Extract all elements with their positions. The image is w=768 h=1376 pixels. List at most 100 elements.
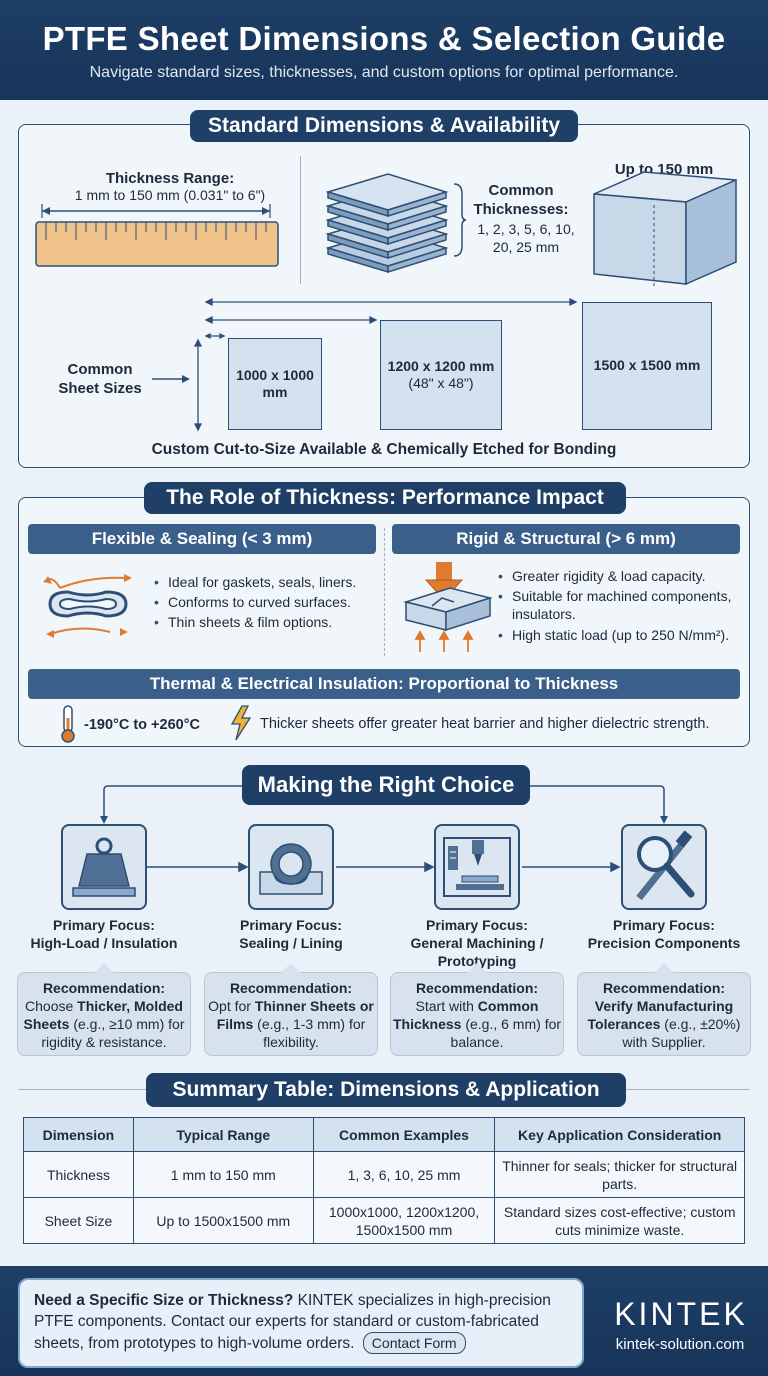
step-2-focus-label: Primary Focus: [240,917,342,933]
weight-icon [72,837,136,897]
table-header: Typical Range [132,1117,314,1152]
thickness-range-label: Thickness Range: [105,170,235,187]
dimension-arrows [193,297,578,432]
step-2-focus-value: Sealing / Lining [239,935,343,951]
table-cell: 1 mm to 150 mm [132,1151,314,1198]
sheet-size-1500: 1500 x 1500 mm [582,302,712,430]
flexible-sealing-header: Flexible & Sealing (< 3 mm) [28,524,376,554]
sheet-sizes-label: Common Sheet Sizes [58,361,142,397]
summary-table: Dimension Typical Range Common Examples … [23,1117,745,1244]
table-header: Key Application Consideration [494,1117,745,1152]
temperature-range: -190°C to +260°C [84,717,200,733]
thick-block-icon [593,171,737,286]
insulation-text: Thicker sheets offer greater heat barrie… [260,716,710,732]
table-cell: Standard sizes cost-effective; custom cu… [494,1197,745,1244]
website-link[interactable]: kintek-solution.com [615,1336,745,1353]
flexible-bullet: Ideal for gaskets, seals, liners. [154,572,378,592]
cta-box: Need a Specific Size or Thickness? KINTE… [18,1278,584,1368]
common-thickness-label: Common Thicknesses: [473,182,569,218]
table-row: Thickness 1 mm to 150 mm 1, 3, 6, 10, 25… [23,1151,745,1198]
rec-label: Recommendation: [42,980,166,996]
table-cell: Thinner for seals; thicker for structura… [494,1151,745,1198]
step-1-focus-label: Primary Focus: [53,917,155,933]
step-arrows [147,861,621,873]
rec-text: Opt for Thinner Sheets or Films (e.g., 1… [208,998,374,1050]
rigid-bullet: High static load (up to 250 N/mm²). [498,625,750,645]
sheet-size-1200-label: 1200 x 1200 mm [387,357,495,374]
rigid-bullet: Greater rigidity & load capacity. [498,566,750,586]
table-cell: 1000x1000, 1200x1200, 1500x1500 mm [312,1197,496,1244]
sheet-size-1000: 1000 x 1000 mm [228,338,322,430]
rec-label: Recommendation: [415,980,539,996]
step-4-focus-label: Primary Focus: [613,917,715,933]
step-1-focus-value: High-Load / Insulation [30,935,178,951]
sheet-size-1500-label: 1500 x 1500 mm [593,357,701,374]
rec-label: Recommendation: [229,980,353,996]
bracket-icon [453,183,466,257]
brand-logo: KINTEK [614,1296,748,1332]
thickness-role-title: The Role of Thickness: Performance Impac… [144,482,626,514]
section-divider [300,156,301,284]
column-divider [384,528,385,656]
choice-flow-connector [100,785,668,824]
step-4-icon-box [621,824,707,910]
load-block-icon [403,562,493,652]
page-subtitle: Navigate standard sizes, thicknesses, an… [89,64,679,81]
rigid-structural-header: Rigid & Structural (> 6 mm) [392,524,740,554]
rigid-bullets: Greater rigidity & load capacity. Suitab… [498,566,750,645]
ruler-icon [35,204,279,267]
table-header: Dimension [23,1117,134,1152]
step-3-icon-box [434,824,520,910]
cta-heading: Need a Specific Size or Thickness? [34,1292,294,1309]
page-title: PTFE Sheet Dimensions & Selection Guide [42,20,726,57]
flexible-bullet: Conforms to curved surfaces. [154,592,378,612]
flexible-gasket-icon [43,574,132,638]
flexible-bullets: Ideal for gaskets, seals, liners. Confor… [154,572,378,632]
table-header: Common Examples [312,1117,496,1152]
step-1-focus: Primary Focus: High-Load / Insulation [19,916,189,952]
thickness-range-value: 1 mm to 150 mm (0.031" to 6") [74,187,266,203]
table-cell: Thickness [23,1151,134,1198]
rec-text: Verify Manufacturing Tolerances (e.g., ±… [587,998,741,1050]
contact-form-button[interactable]: Contact Form [362,1332,466,1354]
insulation-header: Thermal & Electrical Insulation: Proport… [28,669,740,699]
table-row: Sheet Size Up to 1500x1500 mm 1000x1000,… [23,1197,745,1244]
step-1-recommendation: Recommendation: Choose Thicker, Molded S… [17,963,191,1056]
arrow-right-icon [152,375,190,383]
step-4-focus-value: Precision Components [587,935,741,951]
step-3-focus: Primary Focus: General Machining / Proto… [392,916,562,970]
cnc-machine-icon [443,837,511,897]
step-2-icon-box [248,824,334,910]
sheet-size-1200-imperial: (48" x 48") [408,375,474,391]
lightning-icon [230,705,252,741]
common-thickness-values: 1, 2, 3, 5, 6, 10, 20, 25 mm [477,221,575,255]
summary-title: Summary Table: Dimensions & Application [146,1073,626,1107]
rec-text: Start with Common Thickness (e.g., 6 mm)… [392,998,562,1050]
thermometer-icon [61,705,75,743]
page-header: PTFE Sheet Dimensions & Selection Guide … [0,0,768,100]
step-2-focus: Primary Focus: Sealing / Lining [206,916,376,952]
rec-text: Choose Thicker, Molded Sheets (e.g., ≥10… [23,998,185,1050]
custom-cut-note: Custom Cut-to-Size Available & Chemicall… [151,441,617,458]
choice-title: Making the Right Choice [242,765,530,805]
rigid-bullet: Suitable for machined components, insula… [498,587,750,623]
table-cell: Sheet Size [23,1197,134,1244]
cta-text: KINTEK specializes in high-precision PTF… [34,1292,551,1352]
step-3-focus-value: General Machining / Prototyping [410,935,544,969]
table-cell: Up to 1500x1500 mm [132,1197,314,1244]
rec-label: Recommendation: [602,980,726,996]
standard-dimensions-title: Standard Dimensions & Availability [190,110,578,142]
stacked-sheets-icon [325,173,449,274]
sheet-size-1000-label: 1000 x 1000 mm [236,366,314,401]
step-4-recommendation: Recommendation: Verify Manufacturing Tol… [577,963,751,1056]
seal-ring-icon [259,843,323,895]
flexible-bullet: Thin sheets & film options. [154,612,378,632]
step-3-recommendation: Recommendation: Start with Common Thickn… [390,963,564,1056]
step-2-recommendation: Recommendation: Opt for Thinner Sheets o… [204,963,378,1056]
table-cell: 1, 3, 6, 10, 25 mm [312,1151,496,1198]
step-3-focus-label: Primary Focus: [426,917,528,933]
step-1-icon-box [61,824,147,910]
sheet-size-1200: 1200 x 1200 mm (48" x 48") [380,320,502,430]
step-4-focus: Primary Focus: Precision Components [579,916,749,952]
precision-tools-icon [636,830,695,901]
